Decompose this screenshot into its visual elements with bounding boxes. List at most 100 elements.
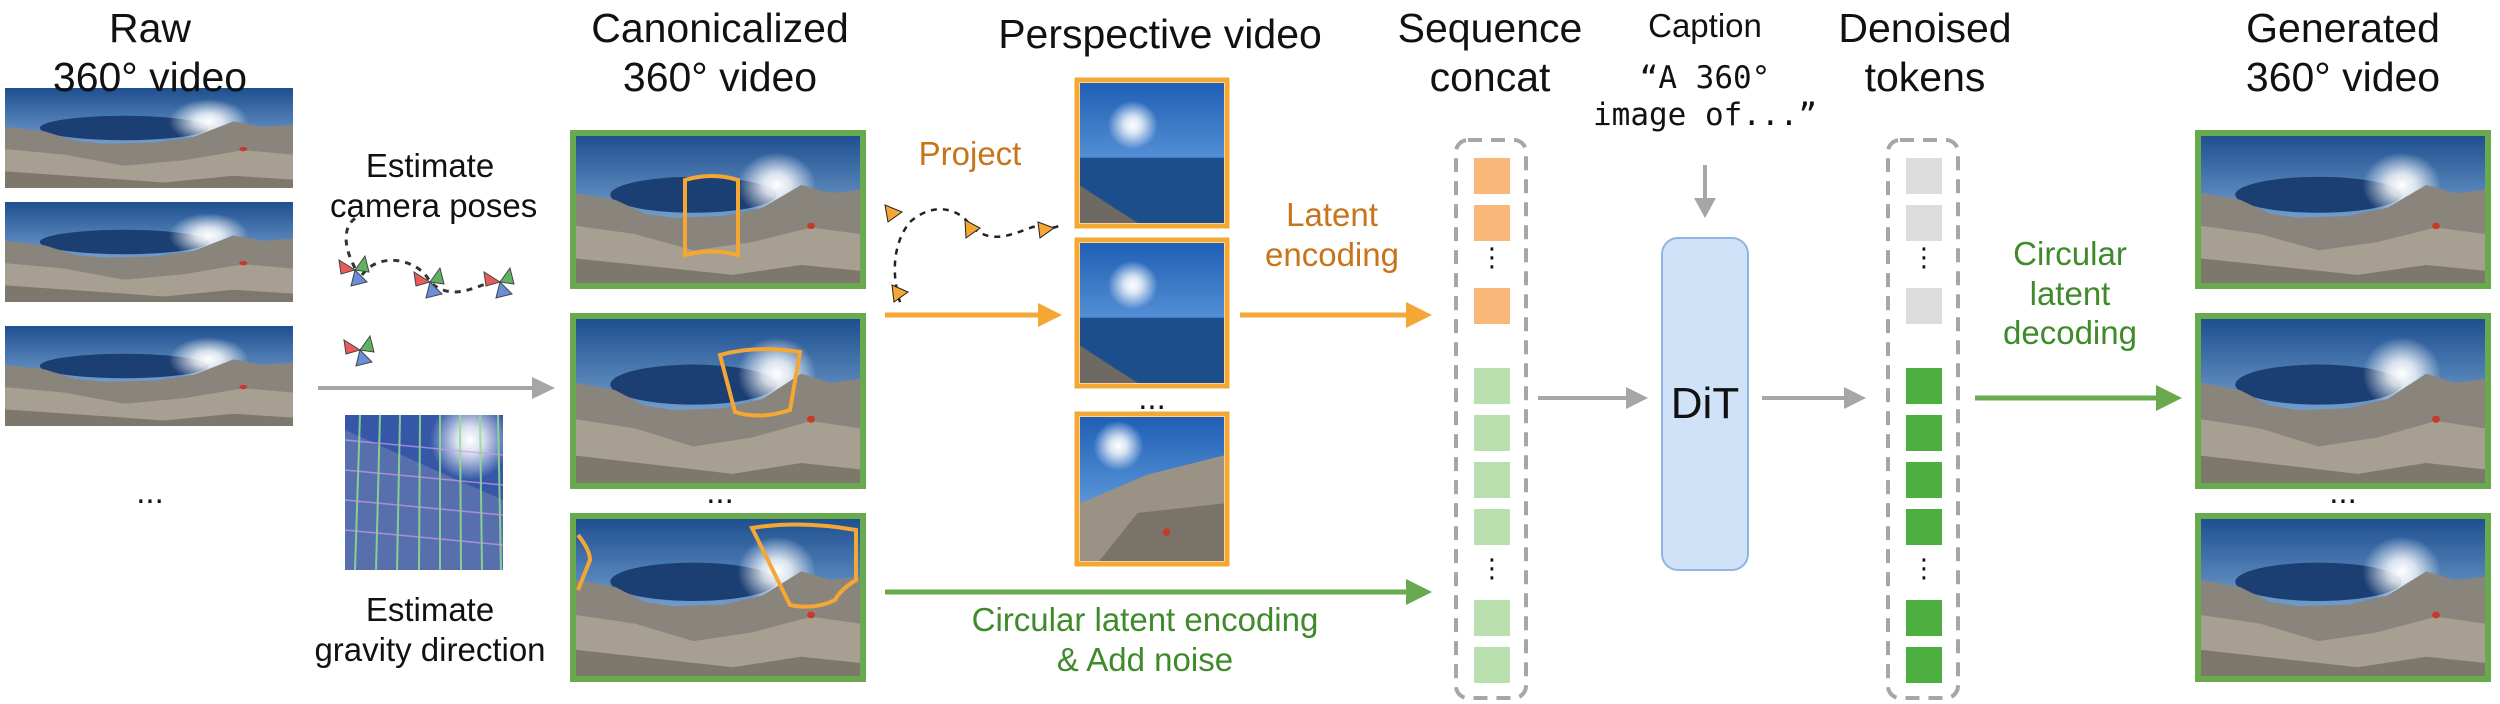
denoised-token <box>1906 462 1942 498</box>
sequence-title-line1: Sequence <box>1397 5 1583 51</box>
project-trajectory <box>884 204 1061 303</box>
dit-block <box>1661 237 1749 571</box>
arrow-latent-encoding <box>1240 302 1432 328</box>
arrow-project <box>885 303 1062 327</box>
raw-frame-2 <box>5 202 293 302</box>
raw-frame-3 <box>5 326 293 426</box>
circular-decoding-line1: Circular <box>2013 235 2127 272</box>
circular-decoding-line3: decoding <box>2003 314 2137 352</box>
sequence-title-line2: concat <box>1429 54 1551 101</box>
raw-video-title: Raw 360° video <box>30 4 270 102</box>
arrow-raw-to-canonical <box>318 377 555 399</box>
generated-ellipsis: ... <box>2329 473 2357 510</box>
denoised-vdots-top: ⋮ <box>1911 242 1937 272</box>
camera-poses-sketch <box>338 213 515 367</box>
canonical-thumbnails <box>570 130 866 682</box>
generated-frame-1 <box>2201 136 2485 283</box>
caption-quote-line1: “A 360° <box>1639 60 1771 96</box>
dit-label: DiT <box>1670 379 1740 428</box>
denoised-tokens-column <box>1886 138 1960 700</box>
denoised-title-line1: Denoised <box>1838 5 2012 51</box>
panorama-token <box>1474 368 1510 404</box>
generated-thumbnails <box>2195 130 2491 682</box>
perspective-token <box>1474 288 1510 324</box>
panorama-token <box>1474 509 1510 545</box>
generated-title-line1: Generated <box>2246 5 2440 51</box>
estimate-camera-label: Estimate camera poses <box>330 146 538 225</box>
arrow-circular-encoding <box>885 579 1432 605</box>
canonicalized-title-line2: 360° video <box>622 54 818 101</box>
arrow-circular-decoding <box>1975 385 2182 411</box>
estimate-gravity-line2: gravity direction <box>314 630 546 668</box>
projection-region-3a <box>576 533 593 591</box>
camera-pose-icon <box>413 267 445 299</box>
generated-frame-2 <box>2201 319 2485 483</box>
circular-encoding-line1: Circular latent encoding <box>971 601 1319 638</box>
seq-vdots-bottom: ⋮ <box>1479 553 1505 583</box>
latent-encoding-line2: encoding <box>1265 235 1399 273</box>
raw-thumbnails <box>5 88 293 426</box>
generated-title-line2: 360° video <box>2245 54 2441 101</box>
latent-encoding-line1: Latent <box>1286 196 1378 233</box>
canonical-frame-2 <box>576 319 860 483</box>
estimate-camera-line2: camera poses <box>330 186 538 224</box>
canonical-frame-1 <box>576 136 860 283</box>
panorama-token <box>1474 647 1510 683</box>
denoised-token <box>1906 415 1942 451</box>
raw-frame-1 <box>5 88 293 188</box>
estimate-gravity-line1: Estimate <box>365 591 495 628</box>
denoised-title-line2: tokens <box>1864 54 1986 101</box>
perspective-frame-1 <box>1080 83 1224 223</box>
projection-region-2 <box>717 347 803 418</box>
canonicalized-title-line1: Canonicalized <box>591 5 849 51</box>
arrow-seq-to-dit <box>1538 387 1648 409</box>
camera-pose-icon <box>338 255 370 287</box>
raw-ellipsis: ... <box>136 473 164 510</box>
camera-pose-icon <box>483 267 515 299</box>
projection-region-1 <box>683 174 740 258</box>
raw-title-line1: Raw <box>108 5 192 51</box>
circular-decoding-line2: latent <box>2029 274 2111 312</box>
raw-title-line2: 360° video <box>52 54 248 101</box>
perspective-frame-3 <box>1080 417 1224 561</box>
discarded-token <box>1906 158 1942 194</box>
seq-vdots-top: ⋮ <box>1479 242 1505 272</box>
circular-encoding-line2: & Add noise <box>1056 640 1234 678</box>
perspective-video-title: Perspective video <box>998 11 1322 57</box>
projection-region-3b <box>749 522 858 609</box>
denoised-token <box>1906 600 1942 636</box>
panorama-token <box>1474 415 1510 451</box>
perspective-token <box>1474 158 1510 194</box>
perspective-token <box>1474 205 1510 241</box>
gravity-grid-thumbnail <box>344 400 510 571</box>
denoised-token <box>1906 647 1942 683</box>
sequence-concat-column <box>1454 138 1528 700</box>
perspective-frames <box>1074 77 1230 567</box>
perspective-ellipsis: ... <box>1138 379 1166 416</box>
latent-encoding-label: Latent encoding <box>1232 195 1432 274</box>
caption-title: Caption <box>1648 7 1762 44</box>
caption-quote-line2: image of...” <box>1593 97 1817 134</box>
arrow-dit-to-denoised <box>1762 387 1866 409</box>
project-label: Project <box>918 135 1022 172</box>
panorama-token <box>1474 600 1510 636</box>
estimate-gravity-label: Estimate gravity direction <box>310 590 550 669</box>
camera-pose-icon <box>343 335 375 367</box>
generated-frame-3 <box>2201 519 2485 676</box>
discarded-token <box>1906 205 1942 241</box>
denoised-tokens-title: Denoised tokens <box>1805 4 2045 102</box>
arrow-caption-to-dit <box>1694 165 1716 218</box>
circular-decoding-label: Circular latent decoding <box>1970 234 2170 353</box>
denoised-token <box>1906 368 1942 404</box>
canonical-ellipsis: ... <box>706 473 734 510</box>
denoised-token <box>1906 509 1942 545</box>
canonicalized-video-title: Canonicalized 360° video <box>560 4 880 102</box>
generated-video-title: Generated 360° video <box>2213 4 2473 102</box>
caption-text: “A 360° image of...” <box>1585 60 1825 134</box>
sequence-concat-title: Sequence concat <box>1385 4 1595 102</box>
perspective-frame-2 <box>1080 243 1224 383</box>
estimate-camera-line1: Estimate <box>365 147 495 184</box>
circular-encoding-label: Circular latent encoding & Add noise <box>905 600 1385 679</box>
